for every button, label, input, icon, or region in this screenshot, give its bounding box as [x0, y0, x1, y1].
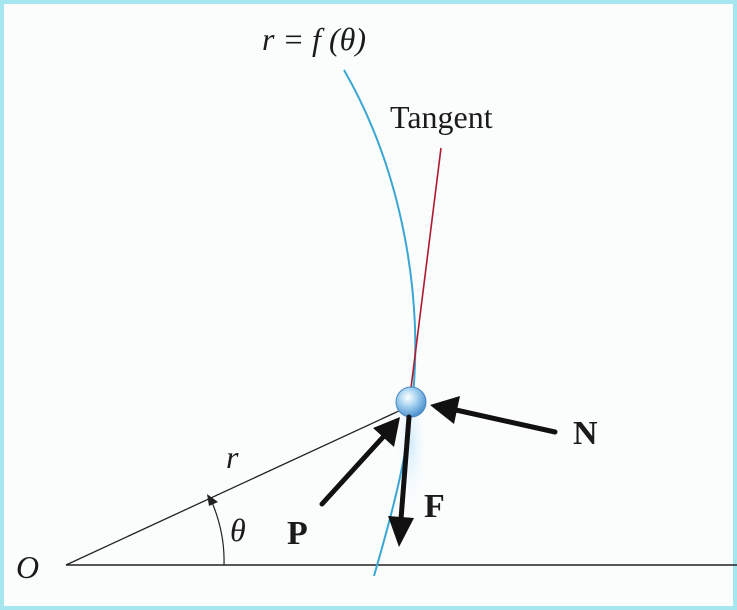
- force-arrow-shaft: [398, 414, 412, 522]
- theta-label: θ: [230, 512, 246, 548]
- normal-force-label: N: [573, 415, 598, 452]
- theta-arc: [210, 499, 225, 566]
- push-force-arrow-shaft: [319, 433, 387, 507]
- origin-label: O: [16, 549, 39, 585]
- tangent-label: Tangent: [390, 99, 493, 135]
- curve-equation-label: r = f (θ): [262, 21, 366, 57]
- normal-force-arrowhead: [430, 396, 460, 424]
- tangent-line: [409, 147, 442, 397]
- push-force-label: P: [287, 515, 308, 552]
- radius-label: r: [226, 439, 239, 475]
- particle: [395, 386, 427, 418]
- force-label: F: [424, 488, 445, 525]
- push-force-arrowhead: [373, 417, 400, 447]
- radius-line: [65, 409, 402, 566]
- curve-path: [343, 69, 417, 577]
- theta-arc-arrowhead: [207, 494, 218, 506]
- force-arrowhead: [388, 516, 414, 547]
- normal-force-arrow-shaft: [453, 407, 558, 435]
- polar-force-diagram: r = f (θ) Tangent N F P r θ O: [16, 21, 737, 585]
